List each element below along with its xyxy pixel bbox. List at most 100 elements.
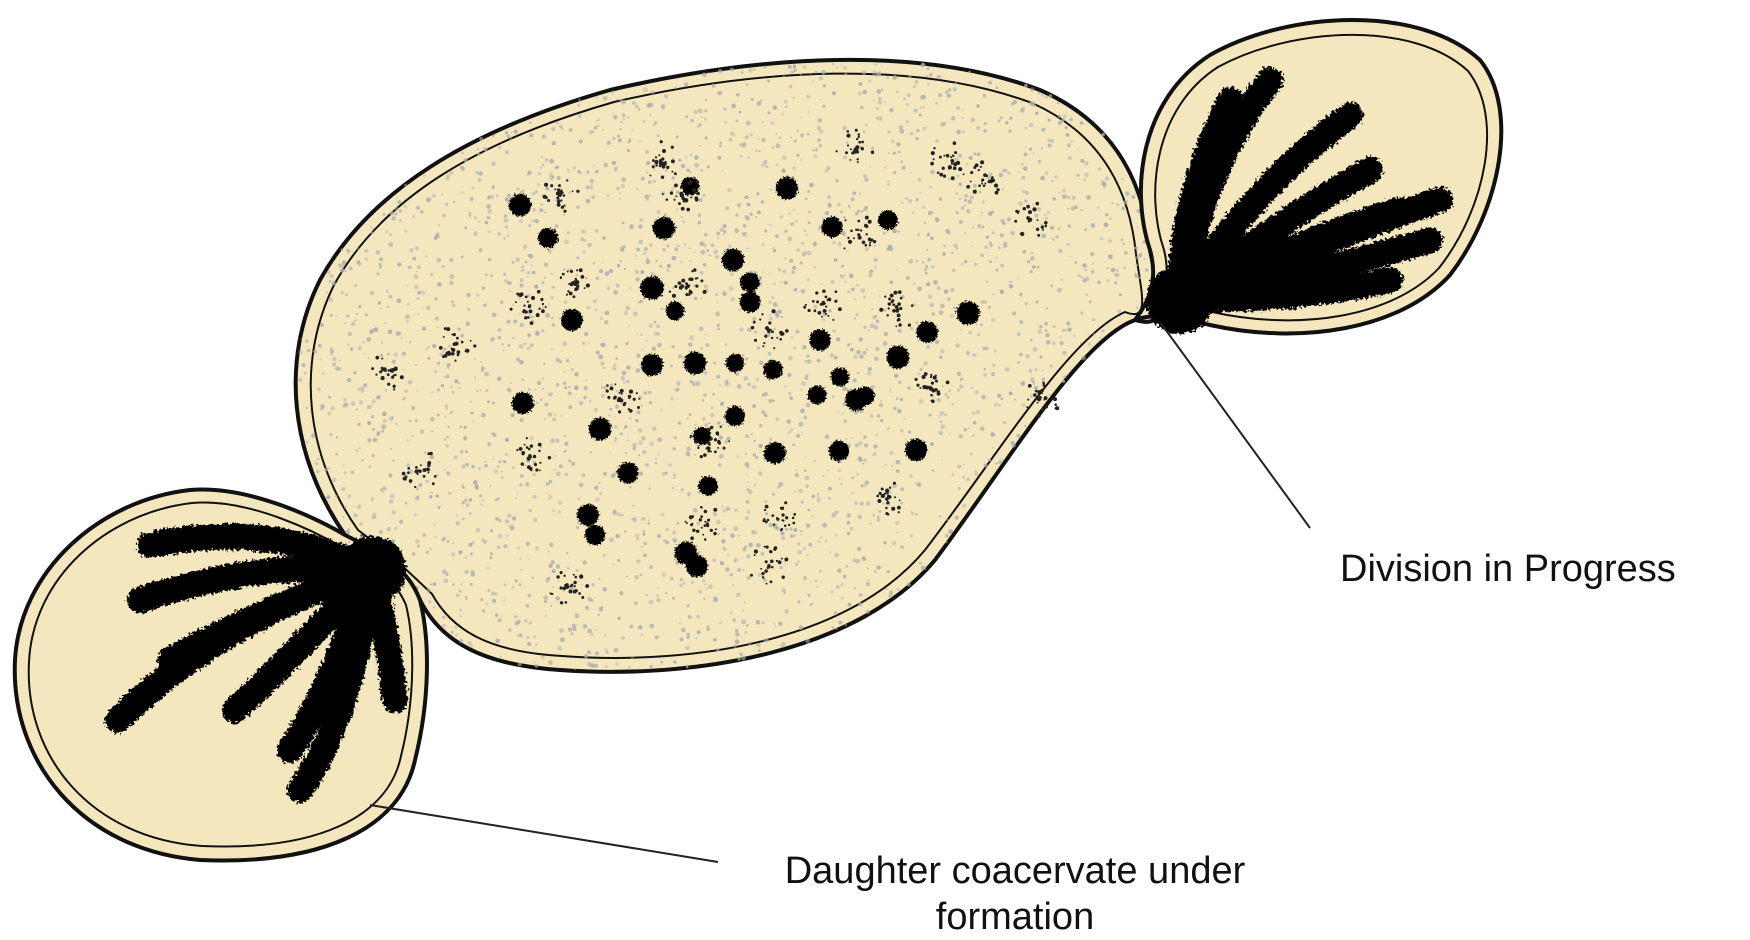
speckle-granule	[694, 297, 697, 300]
speckle-granule	[653, 180, 656, 183]
speckle-granule	[306, 441, 308, 443]
speckle-granule	[1070, 140, 1073, 143]
speckle-granule	[560, 637, 565, 642]
speckle-granule	[1032, 265, 1036, 269]
speckle-granule	[687, 417, 689, 419]
speckle-granule	[1092, 263, 1094, 265]
speckle-granule	[744, 545, 747, 548]
speckle-granule	[566, 552, 568, 554]
speckle-granule	[923, 106, 925, 108]
speckle-granule	[443, 468, 445, 470]
speckle-granule	[445, 203, 448, 206]
speckle-granule	[301, 338, 303, 340]
speckle-granule	[940, 421, 942, 423]
speckle-granule	[488, 258, 491, 261]
speckle-granule	[982, 94, 986, 98]
speckle-granule	[459, 609, 461, 611]
speckle-granule	[737, 568, 741, 572]
speckle-granule	[971, 387, 973, 389]
speckle-granule	[664, 213, 667, 216]
speckle-granule	[719, 145, 722, 148]
speckle-granule	[815, 148, 818, 151]
speckle-granule	[864, 326, 867, 329]
speckle-granule	[808, 221, 811, 224]
speckle-granule	[854, 587, 857, 590]
speckle-granule	[416, 389, 418, 391]
speckle-granule	[425, 349, 427, 351]
speckle-granule	[860, 502, 864, 506]
speckle-granule	[519, 344, 524, 349]
speckle-granule	[358, 305, 361, 308]
speckle-granule	[498, 232, 501, 235]
speckle-granule	[919, 114, 922, 117]
speckle-granule	[911, 512, 914, 515]
speckle-granule	[490, 485, 492, 487]
speckle-granule	[566, 359, 569, 362]
speckle-granule	[849, 527, 853, 531]
speckle-granule	[907, 93, 911, 97]
speckle-granule	[1052, 239, 1054, 241]
speckle-granule	[1020, 108, 1025, 113]
speckle-granule	[898, 381, 902, 385]
speckle-granule	[789, 527, 793, 531]
speckle-granule	[648, 519, 650, 521]
speckle-granule	[746, 83, 749, 86]
speckle-granule	[575, 614, 580, 619]
speckle-granule	[402, 352, 404, 354]
speckle-granule	[811, 516, 813, 518]
speckle-granule	[774, 328, 777, 331]
speckle-granule	[456, 514, 458, 516]
speckle-granule	[627, 116, 629, 118]
speckle-granule	[1040, 176, 1045, 181]
speckle-granule	[389, 295, 393, 299]
speckle-granule	[574, 668, 576, 670]
speckle-granule	[804, 376, 808, 380]
speckle-granule	[628, 325, 630, 327]
speckle-granule	[331, 406, 335, 410]
speckle-granule	[903, 98, 906, 101]
speckle-granule	[371, 499, 373, 501]
speckle-granule	[558, 580, 560, 582]
speckle-granule	[544, 263, 548, 267]
speckle-granule	[602, 129, 604, 131]
speckle-granule	[673, 660, 676, 663]
speckle-granule	[1033, 347, 1038, 352]
speckle-granule	[875, 75, 877, 77]
dark-inclusion-dot	[905, 439, 927, 461]
speckle-granule	[417, 545, 420, 548]
speckle-granule	[718, 69, 723, 74]
speckle-granule	[1017, 361, 1020, 364]
speckle-granule	[430, 417, 435, 422]
speckle-granule	[521, 269, 524, 272]
speckle-granule	[896, 460, 901, 465]
speckle-granule	[704, 285, 708, 289]
speckle-granule	[328, 396, 331, 399]
dark-inclusion-dot	[956, 301, 979, 324]
speckle-granule	[847, 521, 851, 525]
speckle-granule	[957, 372, 961, 376]
speckle-granule	[476, 294, 479, 297]
speckle-granule	[925, 265, 928, 268]
speckle-granule	[595, 629, 597, 631]
speckle-granule	[510, 413, 514, 417]
speckle-granule	[651, 272, 655, 276]
speckle-granule	[474, 216, 476, 218]
speckle-granule	[542, 134, 547, 139]
speckle-granule	[569, 405, 573, 409]
speckle-granule	[488, 589, 491, 592]
speckle-granule	[701, 116, 703, 118]
speckle-granule	[449, 258, 453, 262]
speckle-granule	[935, 102, 938, 105]
speckle-granule	[500, 656, 502, 658]
speckle-granule	[412, 552, 416, 556]
speckle-granule	[772, 146, 774, 148]
speckle-granule	[581, 584, 583, 586]
speckle-granule	[400, 337, 402, 339]
speckle-granule	[797, 130, 800, 133]
speckle-granule	[629, 486, 631, 488]
speckle-granule	[763, 332, 765, 334]
speckle-granule	[1000, 233, 1004, 237]
speckle-granule	[535, 643, 538, 646]
speckle-granule	[484, 464, 488, 468]
speckle-granule	[485, 273, 488, 276]
